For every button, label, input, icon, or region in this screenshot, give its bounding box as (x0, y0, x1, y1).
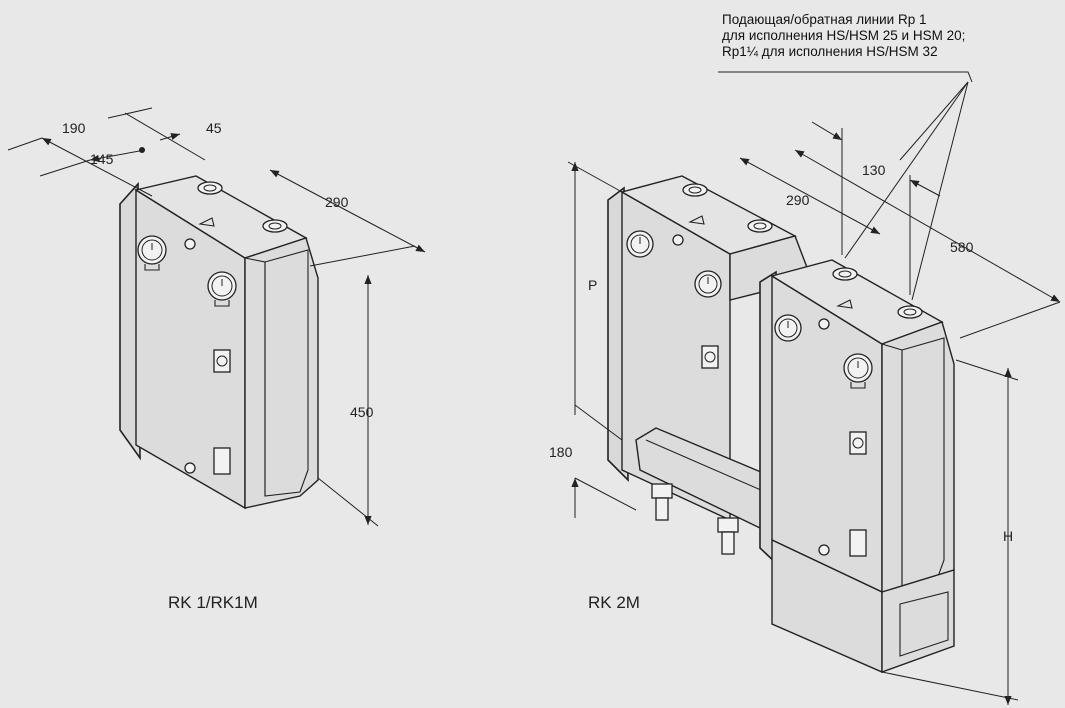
rk2-dim-180: 180 (549, 444, 573, 460)
rk1-dim-290: 290 (325, 194, 349, 210)
pipe-connection-icon (747, 219, 773, 233)
pressure-gauge-icon (207, 271, 237, 307)
pipe-connection-icon (197, 181, 223, 195)
rk2-unit (607, 175, 955, 674)
pressure-gauge-icon (137, 235, 167, 271)
rk1-right-panel (244, 237, 319, 509)
screw-icon (672, 234, 684, 246)
rk2-front-right (881, 321, 955, 593)
rk1-dim-190: 190 (62, 120, 86, 136)
indicator-window-icon (849, 529, 867, 557)
rk2-dim-580: 580 (950, 239, 974, 255)
rk1-dimensions (7, 107, 426, 527)
pipe-connection-icon (651, 483, 673, 521)
screw-icon (184, 238, 196, 250)
connection-note-line-3: Rp1¼ для исполнения HS/HSM 32 (722, 44, 938, 59)
pressure-gauge-icon (843, 353, 873, 389)
rk2-caption: RK 2M (588, 593, 640, 612)
indicator-window-icon (849, 431, 867, 455)
pipe-connection-icon (717, 517, 739, 555)
rk1-dim-145: 145 (90, 151, 114, 167)
connection-note-line-1: Подающая/обратная линии Rp 1 (722, 12, 927, 27)
rk2-dim-p: P (588, 277, 597, 293)
indicator-window-icon (701, 345, 719, 369)
indicator-window-icon (213, 349, 231, 373)
pressure-gauge-icon (774, 314, 802, 342)
rk1-caption: RK 1/RK1M (168, 593, 258, 612)
rk1-unit (119, 175, 319, 510)
screw-icon (818, 318, 830, 330)
rk1-dim-45: 45 (206, 120, 222, 136)
rk1-back-panel (119, 181, 141, 461)
pressure-gauge-icon (694, 270, 722, 298)
pressure-gauge-icon (626, 230, 654, 258)
flow-arrow-icon (836, 299, 853, 309)
rk2-dim-h: H (1003, 528, 1013, 544)
flow-arrow-icon (688, 215, 705, 225)
note-leaders (718, 71, 973, 301)
connection-note-line-2: для исполнения HS/HSM 25 и HSM 20; (722, 28, 965, 43)
screw-icon (818, 544, 830, 556)
rk2-dim-130: 130 (862, 162, 886, 178)
rk2-dimensions (567, 121, 1061, 705)
screw-icon (184, 462, 196, 474)
indicator-window-icon (213, 447, 231, 475)
flow-arrow-icon (198, 217, 215, 227)
rk1-dim-450: 450 (350, 404, 374, 420)
pipe-connection-icon (682, 183, 708, 197)
rk2-dim-290: 290 (786, 192, 810, 208)
pipe-connection-icon (262, 219, 288, 233)
pipe-connection-icon (832, 267, 858, 281)
pipe-connection-icon (897, 305, 923, 319)
